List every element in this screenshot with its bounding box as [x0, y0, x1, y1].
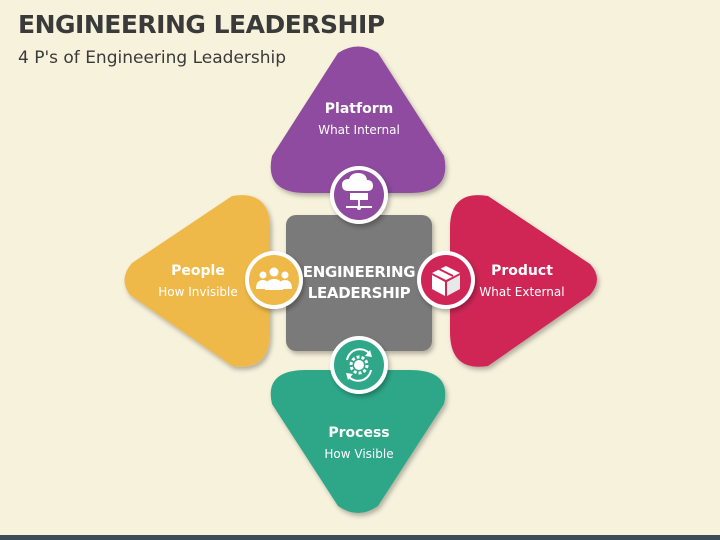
people-title: People — [171, 263, 225, 279]
bottom-bar — [0, 535, 720, 540]
center-label: ENGINEERING LEADERSHIP — [302, 262, 416, 304]
people-subtitle: How Invisible — [158, 285, 238, 299]
process-icon-badge — [330, 336, 388, 394]
team-icon — [256, 267, 292, 290]
process-title: Process — [328, 425, 390, 441]
product-label: Product What External — [479, 263, 564, 299]
process-label: Process How Visible — [324, 425, 393, 461]
platform-subtitle: What Internal — [318, 123, 400, 137]
process-shape — [270, 370, 446, 513]
cloud-server-icon — [342, 173, 373, 210]
page-subtitle: 4 P's of Engineering Leadership — [18, 48, 287, 68]
people-label: People How Invisible — [158, 263, 238, 299]
product-title: Product — [491, 263, 553, 279]
center-line-1: ENGINEERING — [302, 263, 416, 281]
people-icon-badge — [245, 251, 303, 309]
process-subtitle: How Visible — [324, 447, 394, 461]
platform-title: Platform — [324, 101, 394, 117]
center-line-2: LEADERSHIP — [307, 284, 411, 302]
product-subtitle: What External — [479, 285, 565, 299]
box-icon — [432, 266, 460, 296]
product-shape — [450, 195, 597, 367]
people-shape — [124, 195, 270, 367]
platform-icon-badge — [330, 166, 388, 224]
center-square — [286, 215, 432, 351]
product-icon-badge — [417, 251, 475, 309]
platform-shape — [270, 46, 446, 193]
platform-label: Platform What Internal — [318, 101, 400, 137]
gear-cycle-icon — [346, 348, 372, 382]
page-title: ENGINEERING LEADERSHIP — [18, 10, 385, 39]
